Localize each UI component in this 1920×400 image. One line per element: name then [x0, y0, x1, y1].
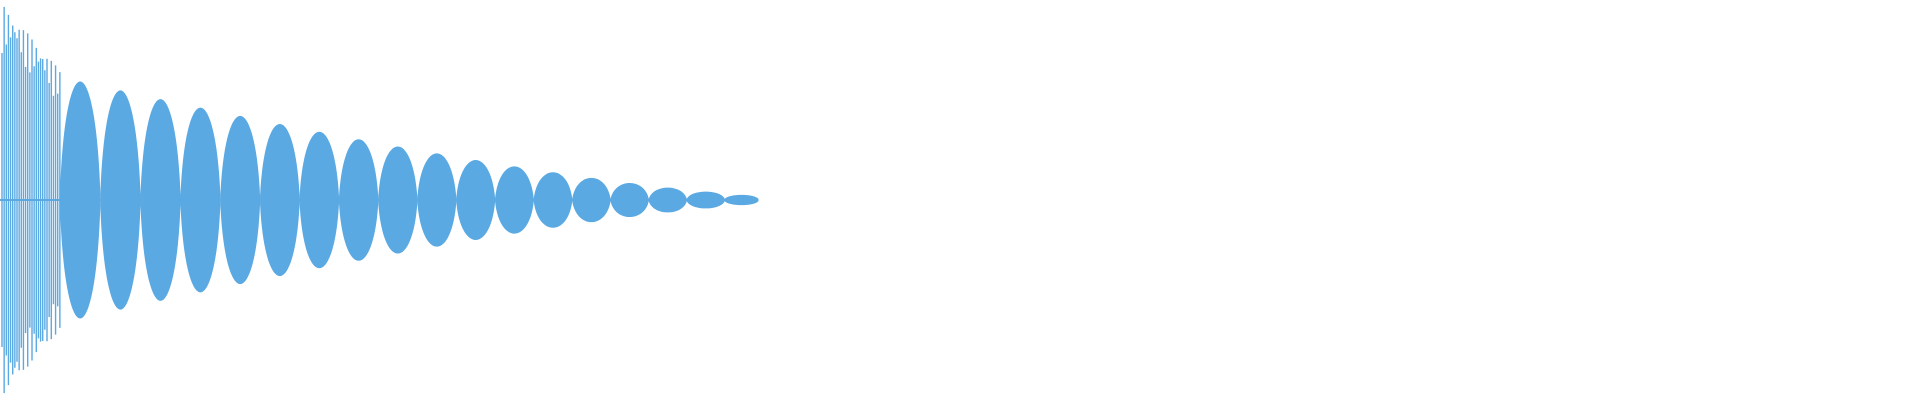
waveform-samples — [0, 6, 759, 394]
